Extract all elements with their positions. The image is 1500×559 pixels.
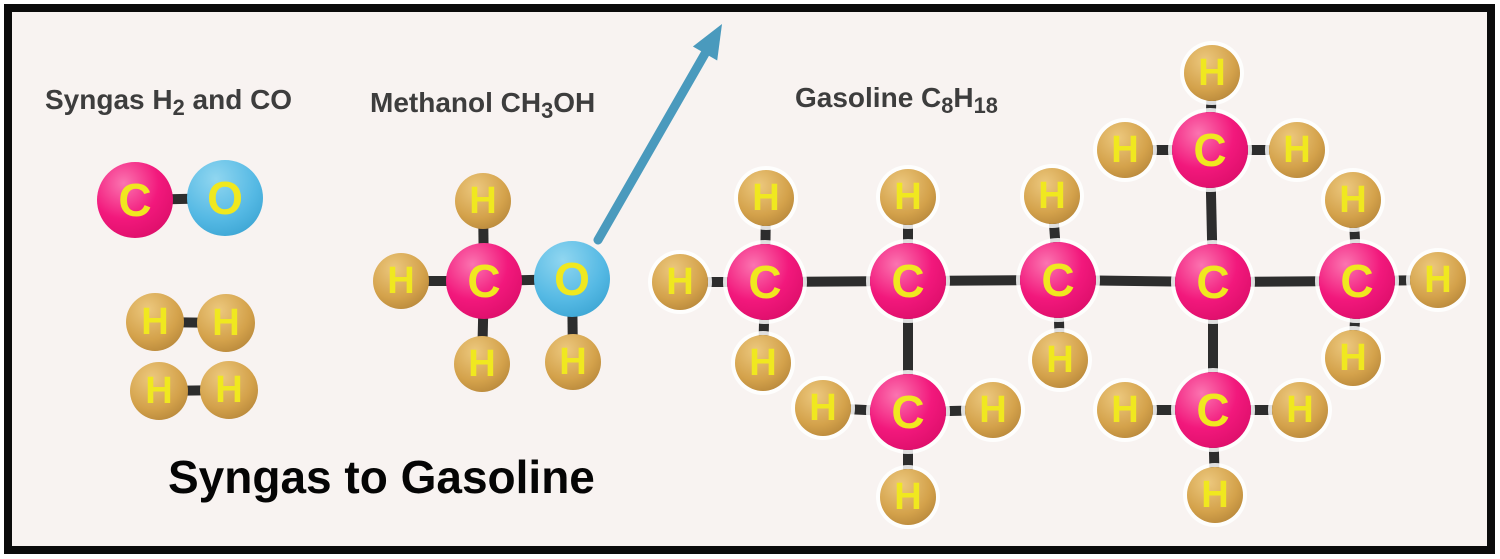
atom-h: H (126, 293, 184, 351)
atom-c: C (1319, 243, 1395, 319)
atom-c: C (1175, 244, 1251, 320)
atom-h: H (1024, 168, 1080, 224)
label-text: Gasoline C (795, 82, 942, 113)
atom-h: H (1097, 382, 1153, 438)
atom-c: C (870, 374, 946, 450)
atom-h: H (545, 334, 601, 390)
atom-o: O (534, 241, 610, 317)
atom-h: H (880, 169, 936, 225)
atom-h: H (455, 173, 511, 229)
atom-h: H (200, 361, 258, 419)
atom-h: H (1187, 467, 1243, 523)
process-arrow-head (692, 24, 722, 61)
atom-h: H (373, 253, 429, 309)
atom-h: H (738, 170, 794, 226)
atom-h: H (1272, 382, 1328, 438)
atom-c: C (1020, 242, 1096, 318)
label-text: Syngas H (45, 84, 173, 115)
atom-h: H (1325, 172, 1381, 228)
atom-c: C (727, 244, 803, 320)
label-text: OH (553, 87, 596, 118)
diagram-title: Syngas to Gasoline (168, 451, 595, 503)
atom-h: H (795, 380, 851, 436)
atom-h: H (1184, 45, 1240, 101)
atom-c: C (1172, 112, 1248, 188)
process-arrow-shaft (593, 48, 710, 245)
atom-c: C (446, 243, 522, 319)
atom-h: H (1032, 332, 1088, 388)
atom-c: C (1175, 372, 1251, 448)
atom-h: H (197, 294, 255, 352)
atom-h: H (880, 469, 936, 525)
label-gasoline: Gasoline C8H18 (795, 82, 998, 119)
atom-h: H (965, 382, 1021, 438)
label-methanol: Methanol CH3OH (370, 87, 595, 124)
atom-h: H (1269, 122, 1325, 178)
atom-h: H (1097, 122, 1153, 178)
label-subscript: 3 (541, 98, 554, 124)
label-text: H (953, 82, 974, 113)
atom-c: C (97, 162, 173, 238)
label-subscript: 2 (172, 95, 185, 121)
atom-h: H (454, 336, 510, 392)
atom-h: H (735, 335, 791, 391)
label-subscript: 18 (973, 93, 998, 119)
atom-h: H (652, 254, 708, 310)
atom-o: O (187, 160, 263, 236)
atom-h: H (130, 362, 188, 420)
atom-h: H (1410, 252, 1466, 308)
label-subscript: 8 (941, 93, 954, 119)
atom-h: H (1325, 330, 1381, 386)
label-syngas: Syngas H2 and CO (45, 84, 292, 121)
label-text: Methanol CH (370, 87, 542, 118)
atom-c: C (870, 243, 946, 319)
label-text: and CO (184, 84, 293, 115)
